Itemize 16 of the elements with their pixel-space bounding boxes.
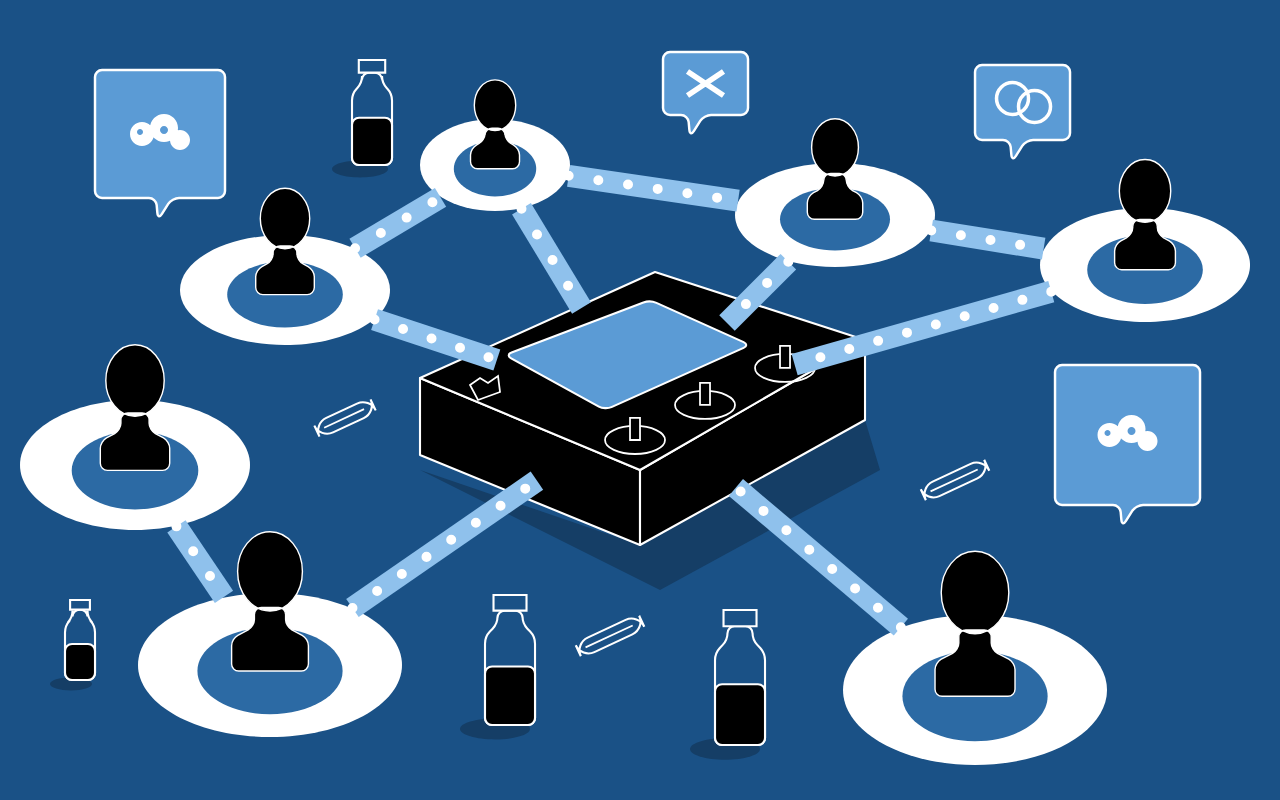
person-avatar <box>1040 158 1251 322</box>
dotted-connector <box>512 203 591 314</box>
person-avatar <box>180 187 390 345</box>
dotted-connector <box>369 309 502 371</box>
device-drawing <box>418 270 881 590</box>
person-avatar <box>843 550 1108 765</box>
person-avatar <box>138 531 402 737</box>
dotted-connector <box>789 281 1057 376</box>
dotted-connector <box>349 187 447 258</box>
dotted-connector <box>719 253 797 331</box>
person-avatar <box>735 118 935 267</box>
dotted-connector <box>346 471 544 618</box>
person-avatar <box>20 344 250 530</box>
person-avatar <box>420 79 570 211</box>
dotted-connector <box>167 520 234 603</box>
dotted-connector <box>728 479 908 636</box>
